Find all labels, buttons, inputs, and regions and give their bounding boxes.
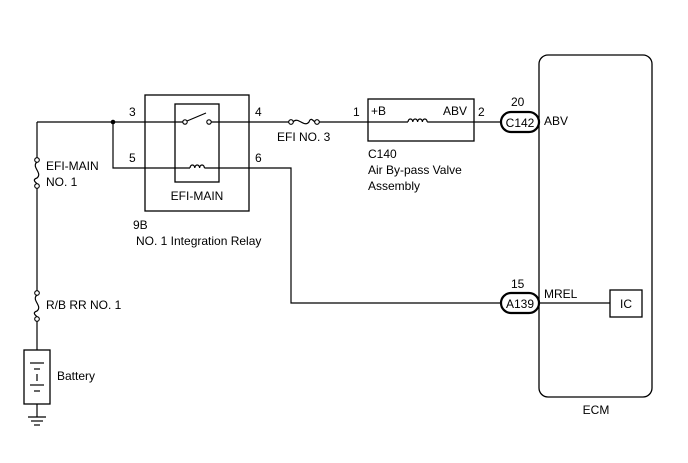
efi-main-fuse-label-1: EFI-MAIN: [46, 159, 99, 173]
relay-block: [110, 94, 250, 212]
abv-pin-1: 1: [353, 105, 360, 119]
left-supply-line: [36, 121, 145, 350]
ecm-label: ECM: [583, 403, 610, 417]
c142-connector-label: C142: [506, 116, 535, 130]
abv-assembly-box: [367, 98, 501, 142]
battery-icon: [23, 349, 51, 426]
efi-main-fuse-icon: [33, 157, 40, 189]
rb-rr-fuse-label: R/B RR NO. 1: [46, 298, 122, 312]
ecm-box: [538, 54, 653, 398]
ecm-abv-pin: 20: [511, 95, 525, 109]
abv-name-label-2: Assembly: [368, 179, 420, 193]
relay-pin-6: 6: [255, 151, 262, 165]
abv-pin-2: 2: [478, 105, 485, 119]
efi-no3-fuse-label: EFI NO. 3: [277, 130, 331, 144]
abv-connector-label: C140: [368, 147, 397, 161]
efi-main-fuse-label-2: NO. 1: [46, 175, 78, 189]
relay-pin-4: 4: [255, 105, 262, 119]
efi-no3-fuse-icon: [249, 118, 368, 125]
ecm-mrel-pin: 15: [511, 277, 525, 291]
abv-name-label-1: Air By-pass Valve: [368, 163, 462, 177]
ecm-mrel-terminal: MREL: [544, 287, 578, 301]
relay-pin-3: 3: [129, 105, 136, 119]
relay-label: EFI-MAIN: [171, 189, 224, 203]
abv-terminal-plus-b: +B: [371, 104, 386, 118]
relay-connector-label: 9B: [133, 218, 148, 232]
c142-connector: [499, 110, 541, 134]
ecm-abv-terminal: ABV: [544, 114, 568, 128]
mrel-wire: [249, 167, 501, 304]
ic-label: IC: [620, 297, 632, 311]
battery-label: Battery: [57, 369, 95, 383]
rb-rr-fuse-icon: [33, 290, 40, 322]
ic-box: [609, 289, 643, 318]
abv-terminal-abv: ABV: [443, 104, 467, 118]
relay-pin-5: 5: [129, 151, 136, 165]
a139-connector-label: A139: [506, 297, 534, 311]
relay-name-label: NO. 1 Integration Relay: [136, 234, 261, 248]
